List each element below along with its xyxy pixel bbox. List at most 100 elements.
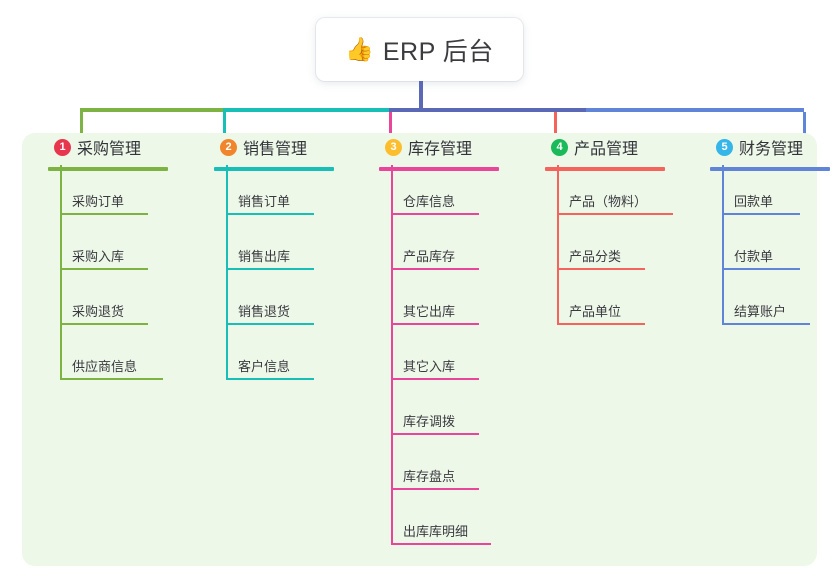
item-rule: [557, 323, 645, 325]
column-badge-5: 5: [716, 138, 733, 156]
list-item[interactable]: 仓库信息: [379, 165, 479, 220]
item-rule: [391, 488, 479, 490]
column-trunk-2: [226, 165, 228, 380]
column-1: 1 采购管理采购订单采购入库采购退货供应商信息: [48, 133, 168, 385]
bus-segment-3: [389, 108, 421, 112]
item-rule: [226, 323, 314, 325]
column-header-rule-2: [214, 167, 334, 171]
list-item[interactable]: 采购入库: [48, 220, 148, 275]
item-label: 产品分类: [569, 249, 622, 264]
item-rule: [226, 268, 314, 270]
bus-segment-2: [223, 108, 389, 112]
item-label: 供应商信息: [72, 359, 138, 374]
column-title-1: 采购管理: [77, 141, 142, 158]
column-badge-1: 1: [54, 138, 71, 156]
list-item[interactable]: 回款单: [710, 165, 803, 220]
list-item[interactable]: 其它出库: [379, 275, 479, 330]
list-item[interactable]: 付款单: [710, 220, 803, 275]
column-4: 4 产品管理产品（物料） 产品分类产品单位: [545, 133, 673, 330]
item-label: 其它出库: [403, 304, 456, 319]
item-label: 产品（物料）: [569, 194, 648, 209]
column-title-5: 财务管理: [739, 141, 804, 158]
item-label: 仓库信息: [403, 194, 456, 209]
item-label: 库存调拨: [403, 414, 456, 429]
item-rule: [722, 213, 800, 215]
list-item[interactable]: 供应商信息: [48, 330, 163, 385]
column-trunk-4: [557, 165, 559, 325]
column-3: 3 库存管理仓库信息产品库存其它出库其它入库库存调拨库存盘点出库库明细: [379, 133, 499, 550]
item-list-3: 仓库信息产品库存其它出库其它入库库存调拨库存盘点出库库明细: [379, 165, 491, 550]
list-item[interactable]: 产品分类: [545, 220, 645, 275]
item-list-5: 回款单付款单结算账户: [710, 165, 810, 330]
root-node[interactable]: 👍 ERP 后台: [316, 18, 523, 81]
list-item[interactable]: 客户信息: [214, 330, 314, 385]
item-label: 结算账户: [734, 304, 787, 319]
column-badge-4: 4: [551, 138, 568, 156]
item-list-2: 销售订单销售出库销售退货客户信息: [214, 165, 314, 385]
item-rule: [391, 433, 479, 435]
drop-connector-4: [554, 112, 557, 140]
item-rule: [226, 378, 314, 380]
item-label: 付款单: [734, 249, 774, 264]
item-label: 库存盘点: [403, 469, 456, 484]
bus-segment-5: [586, 108, 804, 112]
root-stem-connector: [419, 81, 423, 108]
list-item[interactable]: 出库库明细: [379, 495, 491, 550]
list-item[interactable]: 结算账户: [710, 275, 810, 330]
item-list-4: 产品（物料） 产品分类产品单位: [545, 165, 673, 330]
list-item[interactable]: 产品（物料）: [545, 165, 673, 220]
column-header-4[interactable]: 4 产品管理: [545, 133, 638, 161]
column-title-2: 销售管理: [243, 141, 308, 158]
item-rule: [391, 213, 479, 215]
item-label: 回款单: [734, 194, 774, 209]
column-header-rule-5: [710, 167, 830, 171]
list-item[interactable]: 销售订单: [214, 165, 314, 220]
column-badge-2: 2: [220, 138, 237, 156]
column-2: 2 销售管理销售订单销售出库销售退货客户信息: [214, 133, 334, 385]
column-title-4: 产品管理: [574, 141, 639, 158]
item-label: 出库库明细: [403, 524, 469, 539]
drop-connector-1: [80, 112, 83, 140]
thumbs-up-icon: 👍: [345, 36, 374, 62]
item-rule: [60, 268, 148, 270]
diagram-canvas: 1 采购管理采购订单采购入库采购退货供应商信息 2 销售管理销售订单销售出库销售退货客…: [22, 133, 830, 566]
item-rule: [722, 323, 810, 325]
column-header-2[interactable]: 2 销售管理: [214, 133, 307, 161]
list-item[interactable]: 销售退货: [214, 275, 314, 330]
column-title-3: 库存管理: [408, 141, 473, 158]
list-item[interactable]: 销售出库: [214, 220, 314, 275]
column-header-5[interactable]: 5 财务管理: [710, 133, 803, 161]
list-item[interactable]: 其它入库: [379, 330, 479, 385]
item-rule: [60, 213, 148, 215]
list-item[interactable]: 采购退货: [48, 275, 148, 330]
column-5: 5 财务管理回款单付款单结算账户: [710, 133, 830, 330]
column-trunk-3: [391, 165, 393, 545]
item-label: 采购订单: [72, 194, 125, 209]
list-item[interactable]: 产品单位: [545, 275, 645, 330]
bus-segment-4: [421, 108, 586, 112]
item-rule: [391, 268, 479, 270]
item-label: 采购入库: [72, 249, 125, 264]
item-label: 销售退货: [238, 304, 291, 319]
column-header-3[interactable]: 3 库存管理: [379, 133, 472, 161]
item-rule: [391, 543, 491, 545]
item-rule: [722, 268, 800, 270]
column-header-1[interactable]: 1 采购管理: [48, 133, 141, 161]
column-header-rule-3: [379, 167, 499, 171]
column-header-rule-1: [48, 167, 168, 171]
item-label: 产品库存: [403, 249, 456, 264]
list-item[interactable]: 库存调拨: [379, 385, 479, 440]
item-rule: [391, 323, 479, 325]
column-trunk-1: [60, 165, 62, 380]
column-badge-3: 3: [385, 138, 402, 156]
item-rule: [557, 268, 645, 270]
item-rule: [60, 378, 163, 380]
list-item[interactable]: 产品库存: [379, 220, 479, 275]
list-item[interactable]: 库存盘点: [379, 440, 479, 495]
item-rule: [557, 213, 673, 215]
list-item[interactable]: 采购订单: [48, 165, 148, 220]
item-label: 采购退货: [72, 304, 125, 319]
drop-connector-5: [803, 112, 806, 140]
bus-segment-1: [80, 108, 223, 112]
